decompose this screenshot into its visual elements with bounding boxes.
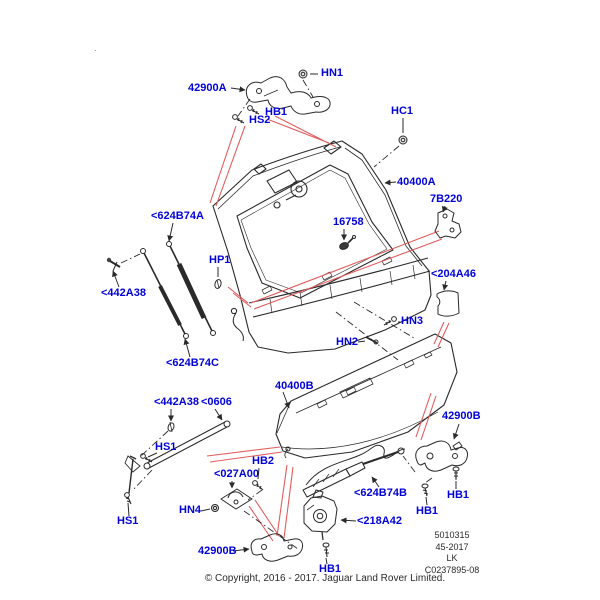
screw-hs1-mid [140, 453, 153, 463]
callout-40400A[interactable]: 40400A [397, 176, 436, 188]
callout-hb1-bottom[interactable]: HB1 [319, 563, 342, 575]
callout-442A38-lower[interactable]: <442A38 [154, 396, 199, 408]
latch-218A42 [303, 489, 338, 541]
callout-42900A-top[interactable]: 42900A [188, 82, 227, 94]
drawing-reference: C0237895-08 [424, 564, 480, 575]
tailgate-upper-frame-art [212, 140, 432, 354]
nut-hn4 [211, 504, 219, 512]
callout-hc1[interactable]: HC1 [391, 105, 414, 117]
callout-hn2[interactable]: HN2 [336, 336, 359, 348]
tailgate-lower-panel-art [275, 333, 458, 459]
hinge-bracket-42900B-left [250, 533, 304, 562]
bolt-hb1-right2 [421, 483, 429, 497]
gas-strut-624B74A [166, 241, 216, 336]
callout-hn1[interactable]: HN1 [321, 67, 344, 79]
nut-hn1 [298, 69, 308, 79]
hinge-bracket-42900B-right [415, 440, 468, 472]
bracket-7B220 [434, 208, 462, 239]
callout-7B220[interactable]: 7B220 [430, 193, 463, 205]
drawing-info-block: 5010315 45-2017 LK C0237895-08 [417, 530, 487, 576]
screw-hs1-bottom [124, 492, 132, 505]
drawing-code: LK [446, 553, 458, 563]
callout-hb2[interactable]: HB2 [252, 455, 275, 467]
stray-dot: . [94, 43, 97, 53]
black-leader-lines [112, 73, 460, 565]
callout-218A42[interactable]: <218A42 [357, 515, 402, 527]
callout-624B74C[interactable]: <624B74C [166, 357, 219, 369]
bolt-hb1-top [247, 105, 260, 115]
callout-0606[interactable]: <0606 [201, 396, 232, 408]
power-strut-624B74B [302, 444, 406, 498]
callout-hn3[interactable]: HN3 [401, 315, 424, 327]
drawing-revision: 45-2017 [435, 541, 469, 552]
support-rod-0606 [124, 420, 231, 494]
patch-204A46 [436, 290, 460, 317]
bolt-hb2 [252, 480, 264, 491]
stud-hn2 [365, 336, 379, 345]
callout-624B74A[interactable]: <624B74A [151, 210, 204, 222]
callout-hn4[interactable]: HN4 [179, 504, 202, 516]
callout-16758[interactable]: 16758 [333, 216, 364, 228]
callout-40400B[interactable]: 40400B [275, 380, 314, 392]
bolt-hb1-right1 [452, 466, 460, 480]
hinge-bracket-42900A-top [245, 76, 331, 115]
screw-hs2 [232, 114, 245, 124]
callout-42900B-left[interactable]: 42900B [198, 545, 237, 557]
callout-442A38-upper[interactable]: <442A38 [101, 287, 146, 299]
red-leader-lines [206, 115, 450, 542]
callout-hb1-right2[interactable]: HB1 [416, 505, 439, 517]
dash-dot-lines [120, 79, 433, 550]
callout-42900B-right[interactable]: 42900B [442, 410, 481, 422]
ball-stud-442A38 [106, 257, 121, 272]
callout-027A00[interactable]: <027A00 [214, 468, 259, 480]
callout-hb1-top[interactable]: HB1 [265, 106, 288, 118]
grommet-16758 [339, 235, 356, 250]
nut-hc1 [398, 135, 408, 145]
callout-hs2[interactable]: HS2 [249, 114, 271, 126]
callout-hs1-mid[interactable]: HS1 [155, 441, 177, 453]
clip-442A38-lower [167, 421, 175, 433]
bolt-hn3 [383, 316, 397, 326]
copyright-notice: © Copyright, 2016 - 2017. Jaguar Land Ro… [204, 573, 446, 584]
callout-624B74B[interactable]: <624B74B [354, 487, 407, 499]
callout-204A46[interactable]: <204A46 [431, 268, 476, 280]
clip-hp1 [214, 279, 222, 289]
bolt-hb1-bottom [322, 542, 330, 558]
callout-hb1-right1[interactable]: HB1 [447, 489, 470, 501]
callout-hp1[interactable]: HP1 [209, 254, 231, 266]
drawing-number: 5010315 [434, 530, 470, 540]
gas-strut-624B74C [140, 248, 189, 339]
striker-027A00 [220, 488, 253, 510]
callout-hs1-bottom[interactable]: HS1 [117, 515, 139, 527]
